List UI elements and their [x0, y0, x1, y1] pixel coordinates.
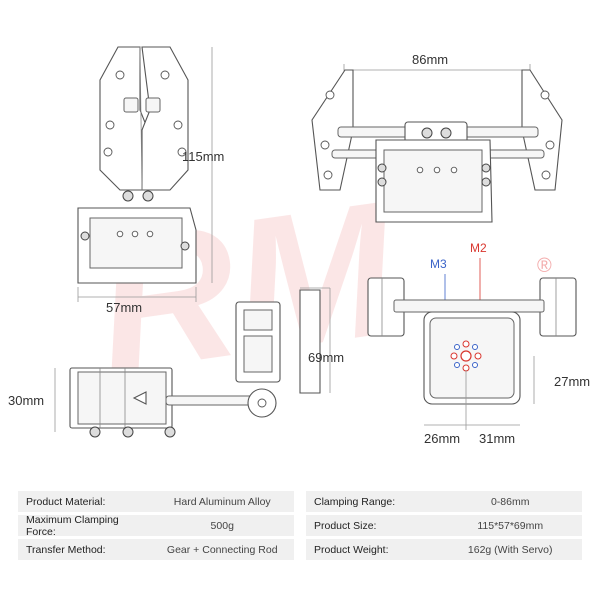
spec-value-transfer-method: Gear + Connecting Rod	[166, 543, 278, 556]
spec-cell: Product Weight: 162g (With Servo)	[306, 539, 582, 560]
dim-27mm: 27mm	[554, 374, 590, 389]
spec-label-clamping-range: Clamping Range:	[314, 495, 396, 508]
view-front: M3 M2 27mm 26mm 31mm	[367, 241, 590, 446]
dim-26mm: 26mm	[424, 431, 460, 446]
spec-label-clamping-force: Maximum Clamping Force:	[26, 513, 119, 538]
dim-30mm: 30mm	[8, 393, 44, 408]
gripper-dimension-drawing: RM ® 115mm 57mm	[8, 46, 590, 446]
spec-cell: Product Size: 115*57*69mm	[306, 515, 582, 536]
dim-31mm: 31mm	[479, 431, 515, 446]
spec-row: Product Material: Hard Aluminum Alloy Cl…	[18, 491, 582, 512]
view-open: 86mm	[311, 52, 563, 223]
spec-row: Maximum Clamping Force: 500g Product Siz…	[18, 513, 582, 538]
registered-mark: ®	[537, 255, 552, 277]
spec-value-product-size: 115*57*69mm	[477, 519, 544, 532]
spec-label-product-size: Product Size:	[314, 519, 377, 532]
spec-label-product-weight: Product Weight:	[314, 543, 389, 556]
spec-value-material: Hard Aluminum Alloy	[173, 495, 271, 508]
dim-69mm: 69mm	[308, 350, 344, 365]
spec-value-clamping-force: 500g	[210, 519, 234, 532]
spec-cell: Clamping Range: 0-86mm	[306, 491, 582, 512]
spec-cell: Maximum Clamping Force: 500g	[18, 513, 294, 538]
spec-row: Transfer Method: Gear + Connecting Rod P…	[18, 539, 582, 560]
dim-86mm: 86mm	[412, 52, 448, 67]
view-top-closed: 115mm 57mm	[77, 46, 224, 315]
front-right-clamp	[539, 277, 577, 337]
label-m3: M3	[430, 257, 447, 271]
spec-value-clamping-range: 0-86mm	[490, 495, 530, 508]
spec-cell: Product Material: Hard Aluminum Alloy	[18, 491, 294, 512]
dim-57mm: 57mm	[106, 300, 142, 315]
spec-value-product-weight: 162g (With Servo)	[467, 543, 553, 556]
spec-label-material: Product Material:	[26, 495, 106, 508]
side-bracket	[299, 289, 321, 394]
spec-cell: Transfer Method: Gear + Connecting Rod	[18, 539, 294, 560]
dim-115mm: 115mm	[182, 149, 224, 164]
label-m2: M2	[470, 241, 487, 255]
right-finger	[141, 46, 189, 191]
view-side: 69mm 30mm	[8, 287, 344, 438]
spec-table: Product Material: Hard Aluminum Alloy Cl…	[18, 491, 582, 563]
left-open-arm	[311, 69, 354, 191]
spec-label-transfer-method: Transfer Method:	[26, 543, 106, 556]
